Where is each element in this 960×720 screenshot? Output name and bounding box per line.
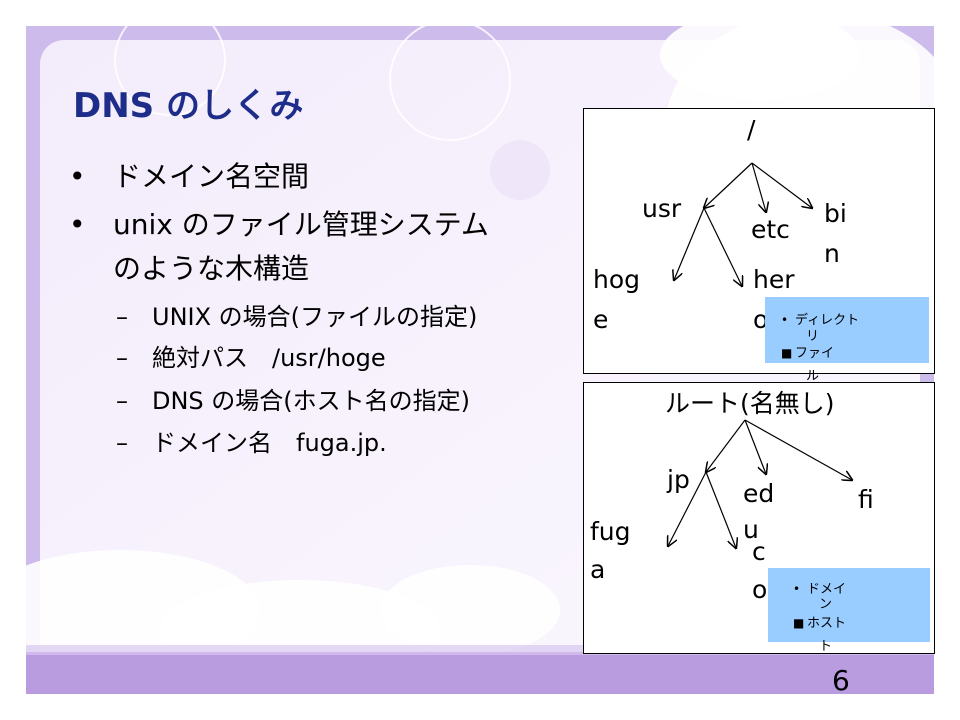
legend-item: ■ホスト <box>793 616 846 631</box>
edge-usr-hero <box>703 207 742 286</box>
legend-text: ル <box>806 369 820 384</box>
sub-bullet-item: – 絶対パス /usr/hoge <box>116 343 386 373</box>
tree-node-fuga: a <box>590 555 606 584</box>
sub-bullet-marker: – <box>116 344 128 372</box>
edge-jp-co <box>705 471 736 548</box>
legend-item: • ディレクト <box>781 313 859 328</box>
legend-text: ト <box>819 639 833 654</box>
tree-node-bin: n <box>824 239 840 268</box>
bullet-text: のような木構造 <box>113 252 310 285</box>
dns-legend <box>768 568 930 642</box>
legend-text: ドメイ <box>807 582 847 597</box>
tree-node-hoge: hog <box>593 265 641 294</box>
tree-node-hoge: e <box>593 305 609 334</box>
legend-item-cont: ト <box>819 640 832 654</box>
edge-usr-hoge <box>674 207 705 280</box>
legend-item-cont: ル <box>806 370 819 384</box>
sub-bullet-item: – DNS の場合(ホスト名の指定) <box>116 386 471 416</box>
bullet-item: • unix のファイル管理システム <box>69 208 489 242</box>
tree-node-edu: ed <box>743 479 775 508</box>
legend-text: ディレクト <box>795 313 860 328</box>
tree-node-root: ルート(名無し) <box>665 389 835 418</box>
tree-node-co: o <box>752 575 768 604</box>
edge-root-etc <box>751 162 766 212</box>
legend-text: ホスト <box>807 616 847 631</box>
tree-node-bin: bi <box>824 199 847 228</box>
edge-root-bin <box>751 162 812 208</box>
edge-root-usr <box>704 162 753 208</box>
bullet-text: ドメイン名空間 <box>113 160 310 193</box>
legend-square-marker: ■ <box>781 346 793 360</box>
legend-bullet-marker: • <box>793 582 801 596</box>
legend-text: ファイ <box>795 346 835 361</box>
tree-node-edu: u <box>743 515 759 544</box>
legend-bullet-marker: • <box>781 313 789 327</box>
sub-bullet-text: ドメイン名 fuga.jp. <box>152 429 387 457</box>
tree-node-etc: etc <box>751 215 790 244</box>
sub-bullet-marker: – <box>116 303 128 331</box>
edge-root-fi <box>744 419 852 480</box>
tree-node-hero: o <box>753 305 769 334</box>
sub-bullet-text: 絶対パス /usr/hoge <box>152 344 386 372</box>
sub-bullet-marker: – <box>116 387 128 415</box>
legend-item-cont: ン <box>819 598 832 612</box>
bullet-continuation: のような木構造 <box>113 252 309 286</box>
tree-node-co: c <box>752 537 766 566</box>
bullet-marker: • <box>69 208 86 241</box>
legend-text: リ <box>806 329 820 344</box>
edge-jp-fuga <box>668 471 707 546</box>
tree-node-usr: usr <box>642 194 682 223</box>
edge-root-jp <box>706 419 746 472</box>
tree-node-hero: her <box>753 265 795 294</box>
tree-node-fi: fi <box>858 485 874 514</box>
bullet-marker: • <box>69 160 86 193</box>
bullet-text: unix のファイル管理システム <box>113 208 489 241</box>
tree-node-jp: jp <box>667 465 690 494</box>
sub-bullet-text: DNS の場合(ホスト名の指定) <box>152 387 471 415</box>
legend-item: • ドメイ <box>793 582 846 597</box>
sub-bullet-item: – ドメイン名 fuga.jp. <box>116 428 387 458</box>
legend-text: ン <box>819 597 833 612</box>
bullet-item: • ドメイン名空間 <box>69 160 310 194</box>
legend-item-cont: リ <box>806 330 819 344</box>
slide-title: DNS のしくみ <box>73 86 304 126</box>
sub-bullet-item: – UNIX の場合(ファイルの指定) <box>116 302 478 332</box>
unix-legend <box>765 297 929 363</box>
legend-item: ■ファイ <box>781 346 834 361</box>
legend-square-marker: ■ <box>793 616 805 630</box>
tree-node-fuga: fug <box>590 517 631 546</box>
page-number: 6 <box>832 664 850 697</box>
sub-bullet-text: UNIX の場合(ファイルの指定) <box>152 303 478 331</box>
sub-bullet-marker: – <box>116 429 128 457</box>
tree-node-root: / <box>747 115 756 144</box>
edge-root-edu <box>744 419 766 474</box>
